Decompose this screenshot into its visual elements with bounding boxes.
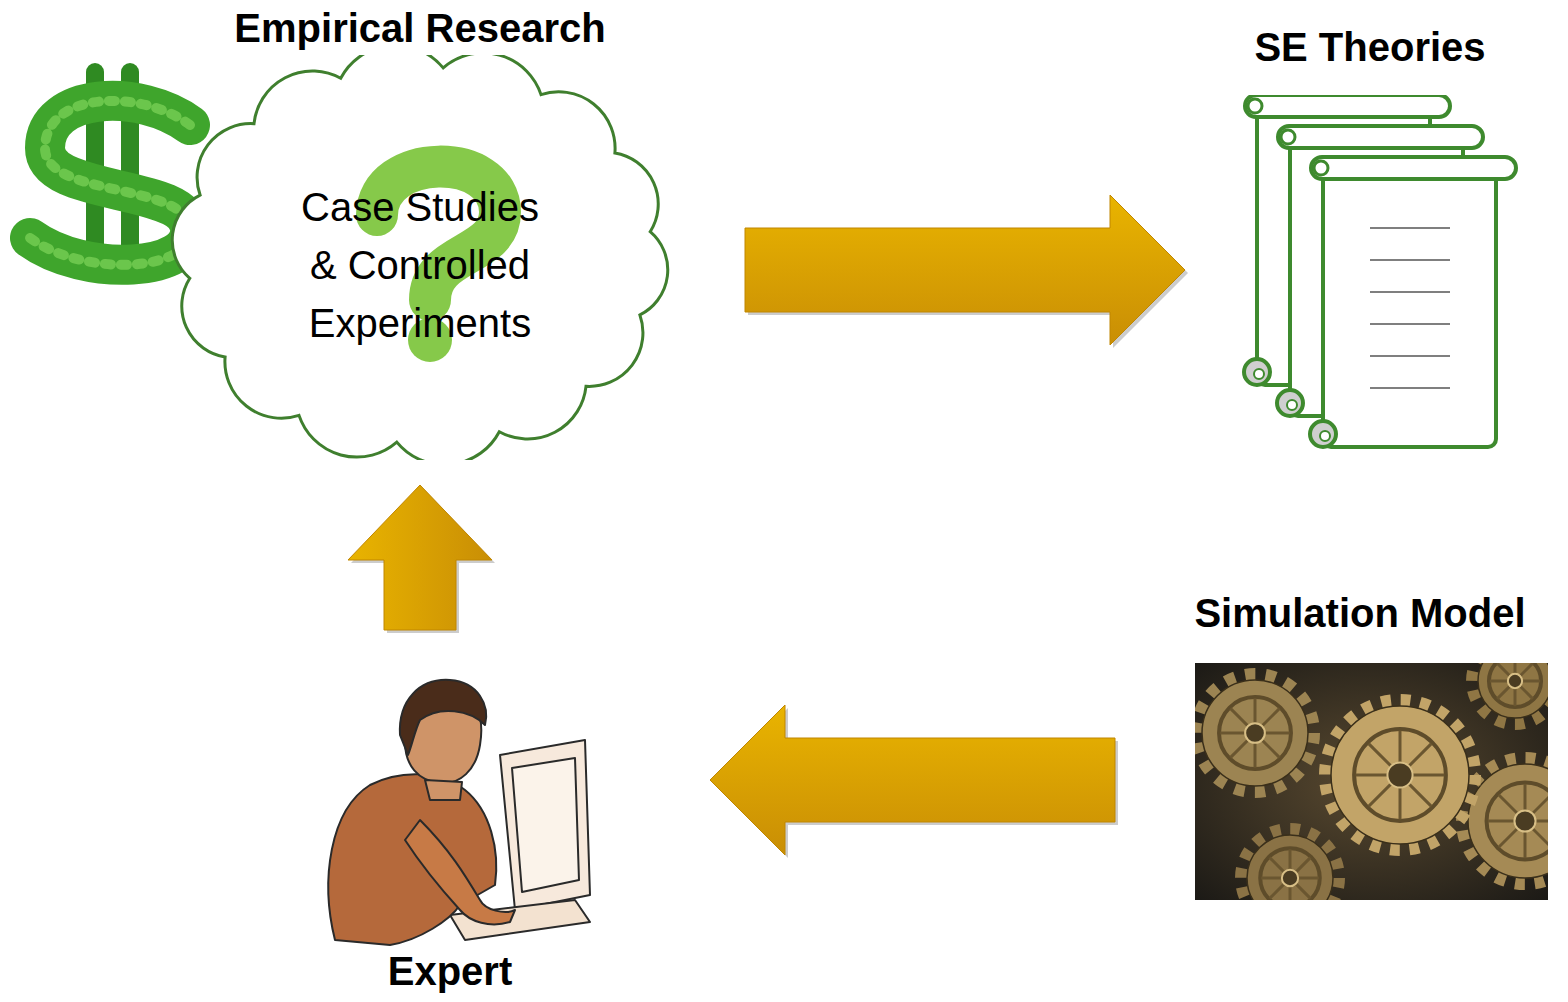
block-arrow bbox=[710, 705, 1118, 858]
cloud-text-area: Case Studies & Controlled Experiments bbox=[240, 140, 600, 390]
block-arrow bbox=[745, 195, 1188, 348]
arrow-body bbox=[710, 705, 1115, 855]
dollar-symbol bbox=[30, 72, 190, 272]
cloud-label: Case Studies & Controlled Experiments bbox=[289, 178, 551, 352]
cloud-node: Empirical ResearchCase Studies & Control… bbox=[165, 0, 675, 460]
arrow-body bbox=[745, 195, 1185, 345]
scroll-node: SE Theories bbox=[1190, 15, 1550, 460]
node-heading: SE Theories bbox=[1190, 23, 1550, 71]
node-heading: Simulation Model bbox=[1160, 589, 1560, 637]
block-arrow bbox=[348, 485, 495, 633]
gears-node: Simulation Model bbox=[1160, 585, 1560, 915]
node-heading: Empirical Research bbox=[165, 4, 675, 52]
node-heading: Expert bbox=[290, 947, 610, 995]
document-scroll-icon bbox=[1235, 95, 1525, 460]
arrow-body bbox=[348, 485, 492, 630]
person-node: Expert bbox=[290, 655, 610, 1000]
expert-at-computer-figure bbox=[300, 660, 600, 950]
gears-picture bbox=[1195, 663, 1548, 900]
